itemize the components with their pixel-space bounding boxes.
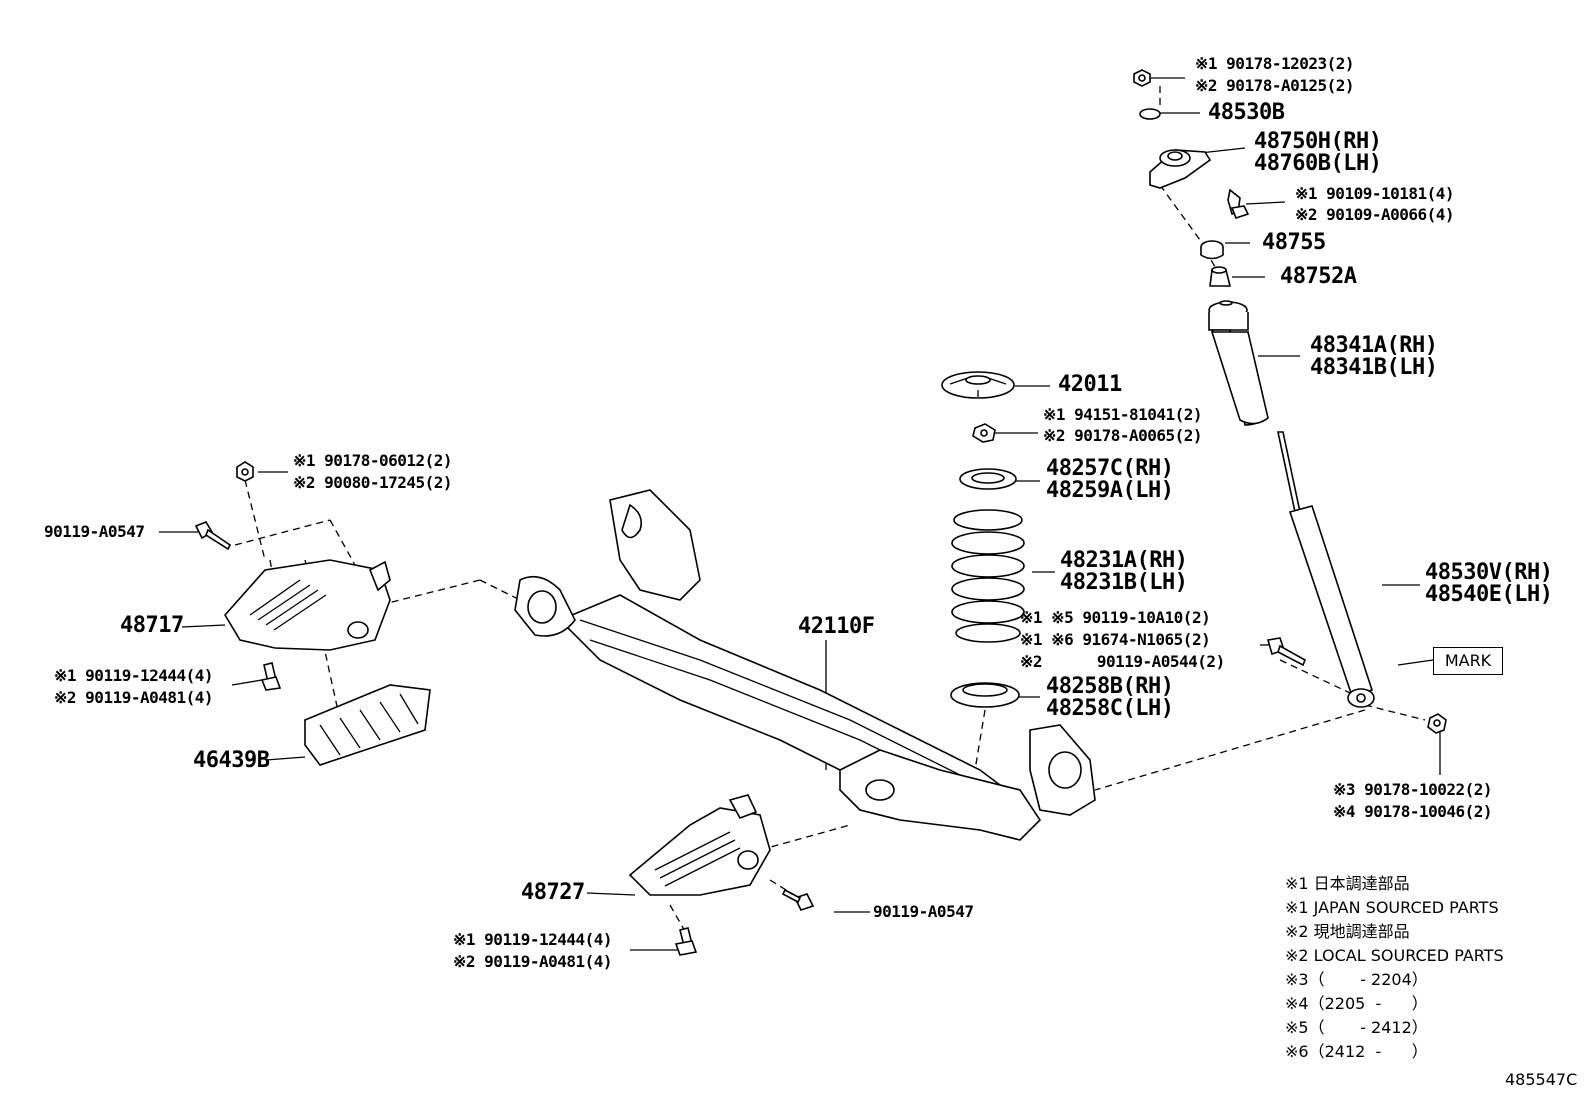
heat-insulator-46439b-icon — [304, 684, 431, 766]
spring-insulator-upper-icon — [959, 468, 1017, 490]
rear-axle-beam-42110f-icon — [514, 489, 1096, 841]
callout-nut-bottom-2: ※4 90178-10046(2) — [1333, 802, 1493, 821]
callout-48717: 48717 — [120, 613, 184, 638]
legend-note-4: ※2 LOCAL SOURCED PARTS — [1285, 946, 1504, 965]
lower-bolt-90119-a0547-icon — [781, 888, 815, 911]
callout-nut-mid-1: ※1 94151-81041(2) — [1043, 405, 1203, 424]
callout-48540e: 48540E(LH) — [1425, 582, 1553, 607]
legend-note-2: ※1 JAPAN SOURCED PARTS — [1285, 898, 1499, 917]
callout-bolt-spring-3: ※2 90119-A0544(2) — [1020, 652, 1225, 671]
left-top-nut-icon — [236, 461, 254, 482]
leader-lines — [159, 77, 1441, 951]
callout-48259a: 48259A(LH) — [1046, 478, 1174, 503]
shock-absorber-icon — [1277, 431, 1375, 708]
callout-48530b: 48530B — [1208, 100, 1285, 125]
lower-spring-insulator-icon — [950, 682, 1020, 708]
callout-42011: 42011 — [1058, 372, 1122, 397]
callout-bolt-top-2: ※2 90109-A0066(4) — [1295, 205, 1455, 224]
callout-nut-bottom-1: ※3 90178-10022(2) — [1333, 780, 1493, 799]
lower-bracket-bolt-icon — [674, 927, 698, 956]
callout-48231a: 48231A(RH) — [1060, 548, 1188, 573]
spring-nut-icon — [972, 423, 996, 443]
callout-48258b: 48258B(RH) — [1046, 674, 1174, 699]
callout-90119-a0547-right: 90119-A0547 — [873, 902, 974, 921]
diagram-reference-code: 485547C — [1505, 1070, 1578, 1089]
callout-48341b: 48341B(LH) — [1310, 355, 1438, 380]
upper-support-icon — [1149, 149, 1212, 189]
callout-48530v: 48530V(RH) — [1425, 560, 1553, 585]
callout-bolt-lower-2: ※2 90119-A0481(4) — [453, 952, 613, 971]
bumper-48752a-icon — [1209, 266, 1232, 287]
callout-nut-top-1: ※1 90178-12023(2) — [1195, 54, 1355, 73]
callout-bolt-left-2: ※2 90119-A0481(4) — [54, 688, 214, 707]
callout-48755: 48755 — [1262, 230, 1326, 255]
callout-48231b: 48231B(LH) — [1060, 570, 1188, 595]
legend-note-6: ※4（2205 - ） — [1285, 994, 1428, 1013]
callout-bolt-spring-2: ※1 ※6 91674-N1065(2) — [1020, 630, 1211, 649]
callout-48750h: 48750H(RH) — [1254, 129, 1382, 154]
callout-48257c: 48257C(RH) — [1046, 456, 1174, 481]
bushing-48755-icon — [1200, 240, 1224, 260]
legend-note-8: ※6（2412 - ） — [1285, 1042, 1428, 1061]
shock-nut-icon — [1427, 713, 1447, 734]
legend-note-5: ※3（ - 2204） — [1285, 970, 1428, 989]
callout-48341a: 48341A(RH) — [1310, 333, 1438, 358]
left-bolt-90119-a0547-icon — [194, 521, 232, 551]
washer-48530b-icon — [1139, 108, 1161, 120]
coil-spring-icon — [951, 509, 1025, 643]
support-bolt-icon — [1227, 188, 1250, 219]
callout-48752a: 48752A — [1280, 264, 1357, 289]
callout-bolt-top-1: ※1 90109-10181(4) — [1295, 184, 1455, 203]
axle-bolt-icon — [1266, 637, 1307, 667]
callout-42110f: 42110F — [798, 614, 875, 639]
left-bracket-48717-icon — [224, 559, 391, 651]
callout-46439b: 46439B — [193, 748, 270, 773]
dust-boot-icon — [1208, 300, 1269, 426]
upper-nut-icon — [1133, 69, 1151, 87]
callout-48727: 48727 — [521, 880, 585, 905]
mark-box: MARK — [1433, 647, 1503, 675]
upper-spring-seat-42011-icon — [941, 371, 1015, 399]
callout-48258c: 48258C(LH) — [1046, 696, 1174, 721]
callout-nut-mid-2: ※2 90178-A0065(2) — [1043, 426, 1203, 445]
legend-note-3: ※2 現地調達部品 — [1285, 922, 1410, 941]
callout-48760b: 48760B(LH) — [1254, 151, 1382, 176]
legend-note-1: ※1 日本調達部品 — [1285, 874, 1410, 893]
callout-nut-top-2: ※2 90178-A0125(2) — [1195, 76, 1355, 95]
left-lower-bolt-icon — [260, 662, 282, 691]
callout-nut-left-1: ※1 90178-06012(2) — [293, 451, 453, 470]
legend-note-7: ※5（ - 2412） — [1285, 1018, 1428, 1037]
callout-90119-a0547-left: 90119-A0547 — [44, 522, 145, 541]
callout-nut-left-2: ※2 90080-17245(2) — [293, 473, 453, 492]
callout-bolt-left-1: ※1 90119-12444(4) — [54, 666, 214, 685]
callout-bolt-lower-1: ※1 90119-12444(4) — [453, 930, 613, 949]
lower-bracket-48727-icon — [628, 794, 771, 896]
callout-bolt-spring-1: ※1 ※5 90119-10A10(2) — [1020, 608, 1211, 627]
